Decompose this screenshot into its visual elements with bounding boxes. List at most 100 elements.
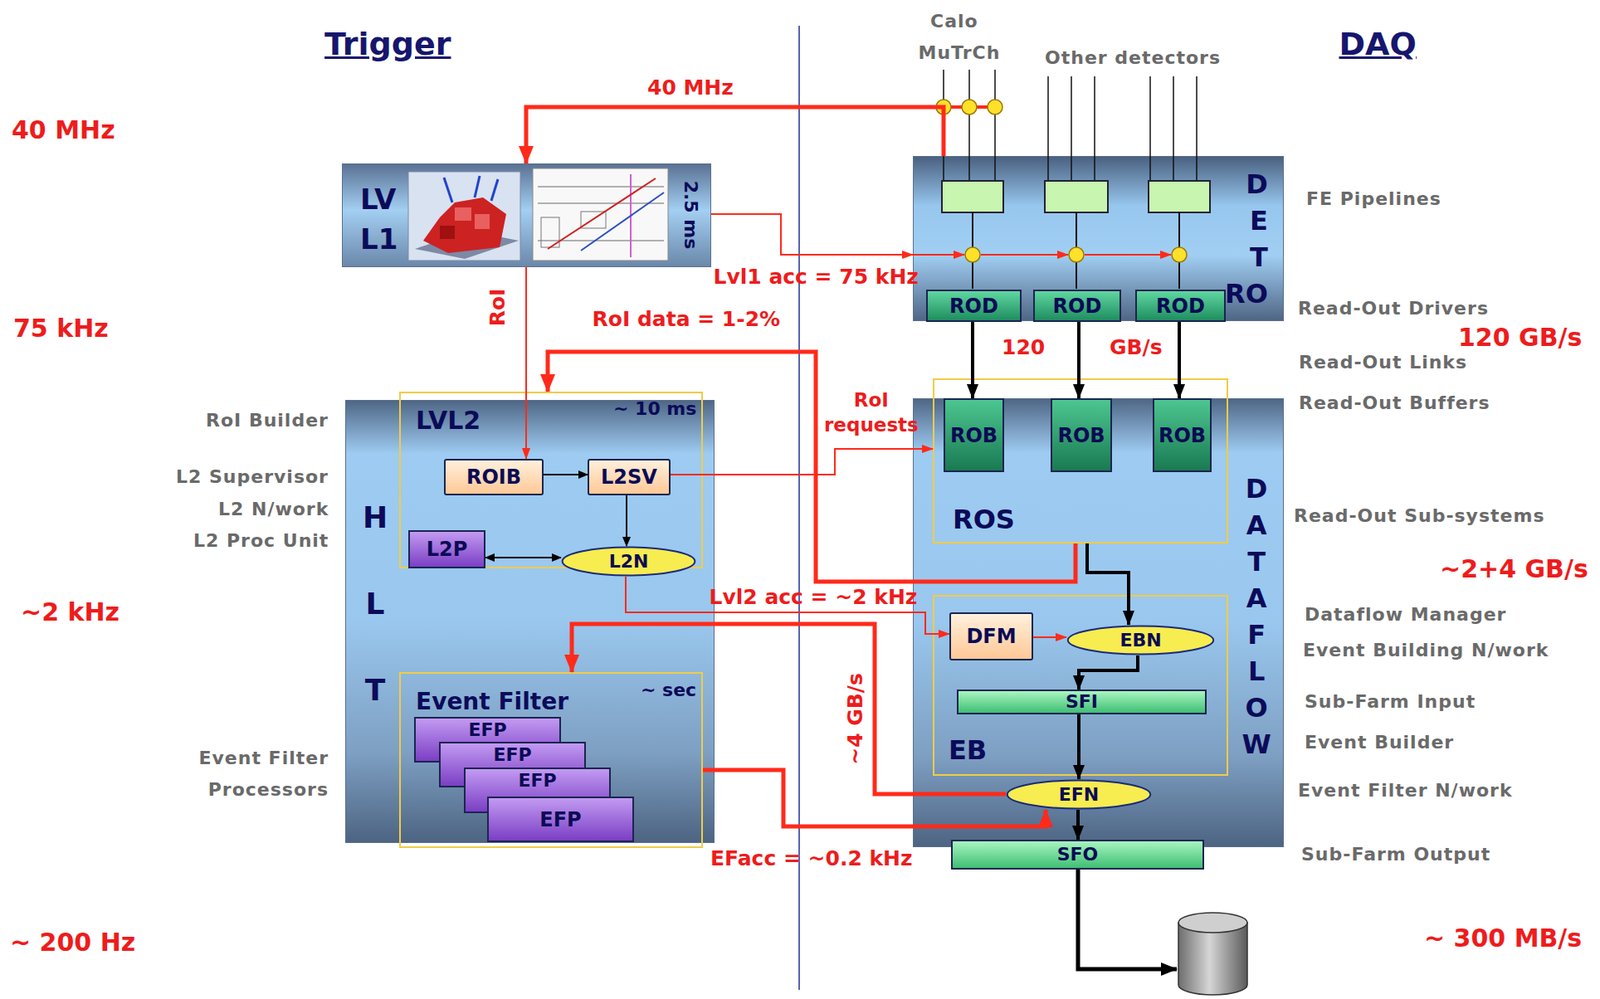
annotation-label: FE Pipelines [1306,190,1442,209]
annotation-label: DAQ [1339,28,1417,60]
flow-arrow [543,473,588,476]
node-label: L2SV [600,467,658,488]
flow-arrow [1033,636,1067,639]
process-box: L2SV [587,458,671,496]
node-label: L2N [609,552,649,571]
l1-accept-lines [912,253,1171,256]
flow-arrow [571,624,1006,795]
process-box: SFI [956,689,1207,715]
annotation-label: Trigger [324,28,451,60]
annotation-label: Read-Out Drivers [1297,299,1489,318]
group-box: LVL2~ 10 msROIBL2SVL2PL2N [399,391,703,569]
edge-label: ~4 GB/s [843,673,865,766]
edge-label: Lvl2 acc = ~2 kHz [709,586,918,608]
node-label: LVL2 [415,408,481,434]
flow-arrow [526,107,944,164]
annotation-label: ~2 kHz [20,600,120,625]
dataflow-panel: D A T A F L O WROSROBROBROBEBDFMEBNSFIEF… [912,398,1284,848]
storage-disk [1178,912,1248,996]
annotation-label: ~ 200 Hz [9,930,136,956]
node-label: ROD [1053,296,1103,317]
process-box: ROIB [443,458,544,496]
divider-line [798,25,800,991]
node-label: EFP [539,809,581,830]
annotation-label: Other detectors [1044,48,1221,68]
annotation-label: 120 [1001,336,1045,358]
annotation-label: ~2+4 GB/s [1439,556,1589,582]
network-ellipse: EFN [1005,779,1152,810]
edge-label: RoI data = 1-2% [592,308,781,330]
node-label: SFI [1065,692,1098,712]
annotation-label: Event Builder [1304,733,1454,752]
flow-arrow [1078,655,1138,690]
flow-arrow [1076,809,1080,840]
annotation-label: Event Building N/work [1302,641,1549,660]
node-label: EFP [517,771,557,791]
muon-trigger-picture [532,168,669,261]
edge-label: RoI requests [824,387,919,438]
node-label: ROB [1057,425,1105,446]
flow-arrow [1087,543,1129,625]
flow-arrow [625,495,628,547]
annotation-label: GB/s [1109,336,1163,358]
network-ellipse: EBN [1066,624,1215,656]
annotation-label: Dataflow Manager [1304,605,1507,625]
annotation-label: Sub-Farm Input [1304,692,1476,712]
trigger-panel: H L TLVL2~ 10 msROIBL2SVL2PL2NEvent Filt… [345,400,715,844]
node-label: EFN [1058,785,1099,805]
annotation-label: ~ 300 MB/s [1424,926,1582,952]
flow-arrow [670,448,933,475]
edge-label: EFacc = ~0.2 kHz [710,848,913,869]
node-label: ROS [952,506,1015,533]
node-label: D E T RO [1224,165,1269,313]
annotation-label: L2 N/work [218,500,329,519]
flow-arrow [702,770,1046,827]
annotation-label: MuTrCh [918,43,1001,63]
network-ellipse: L2N [560,546,697,577]
storage-arrow [1078,869,1177,970]
node-label: ROB [950,425,998,446]
flow-arrow [1077,714,1081,780]
annotation-label: 75 kHz [13,316,109,342]
tap-dots [936,99,1003,115]
node-label: ROIB [466,467,522,488]
flow-arrow [547,351,1076,582]
annotation-label: Read-Out Sub-systems [1293,507,1546,526]
annotation-label: 120 GB/s [1458,325,1582,351]
flow-arrow [1077,321,1081,399]
annotation-label: Event Filter N/work [1297,781,1513,800]
node-label: ROD [949,296,999,317]
process-box: L2P [408,530,486,569]
node-label: EFP [492,746,532,765]
node-label: D A T A F L O W [1242,470,1272,763]
node-label: EFP [468,721,507,740]
buffer-box: ROB [943,398,1005,473]
annotation-label: L2 Proc Unit [193,531,329,551]
annotation-label: L2 Supervisor [175,468,329,487]
fe-pipeline-boxes [941,180,1210,213]
node-label: SFO [1057,845,1099,864]
node-label: LV L1 [360,179,398,259]
processor-card: EFP [487,796,635,843]
annotation-label: Read-Out Buffers [1298,394,1491,413]
calorimeter-picture [408,171,521,261]
annotation-label: 40 MHz [11,117,116,143]
group-box: EBDFMEBNSFI [932,595,1229,776]
flow-arrow [1177,321,1181,399]
flow-arrow [970,321,975,399]
flow-arrow [625,576,950,635]
node-label: Event Filter [415,690,569,714]
group-box: Event Filter ~ secEFP EFP EFP EFP [399,672,703,849]
process-box: SFO [951,839,1205,870]
buffer-box: ROB [1152,398,1212,473]
node-label: H L T [362,474,388,734]
annotation-label: Sub-Farm Output [1301,845,1491,864]
flow-arrow [525,267,527,459]
node-label: ~ sec [640,681,697,700]
node-label: L2P [426,539,469,560]
annotation-label: RoI Builder [205,411,329,430]
edge-label: RoI [487,287,508,327]
flow-arrow [485,556,561,559]
node-label: 2.5 ms [681,180,700,250]
process-box: DFM [949,612,1034,661]
